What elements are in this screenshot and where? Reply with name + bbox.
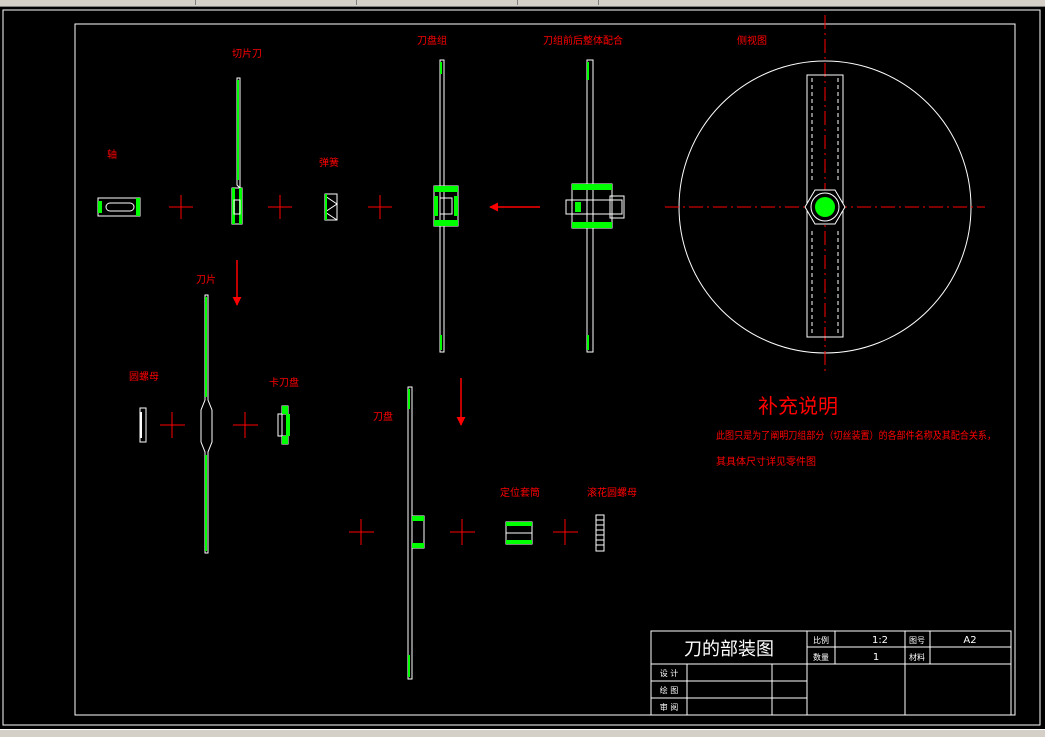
designer-label: 设 计 (660, 668, 679, 678)
label-knurled-round-nut: 滚花圆螺母 (587, 486, 637, 499)
drawing-frame (74, 23, 1016, 716)
cutter-disc-assembly-part (565, 59, 625, 353)
reviewer-label: 审 阅 (660, 702, 679, 712)
outer-sheet-border (2, 9, 1041, 726)
clamp-disc-part (277, 405, 290, 445)
label-spring: 弹簧 (319, 156, 339, 169)
toolbar-segment (196, 0, 357, 5)
spring-part (324, 193, 338, 221)
center-marks (160, 195, 578, 545)
label-blade: 刀片 (196, 273, 216, 286)
locating-sleeve-part (505, 521, 533, 545)
cad-drawing: 轴 切片刀 弹簧 刀盘组 刀组前后整体配合 侧视图 刀片 圆螺母 卡刀盘 刀盘 … (2, 9, 1041, 726)
notes-line-2: 其具体尺寸详见零件图 (716, 455, 816, 468)
notes-title: 补充说明 (758, 394, 838, 418)
label-cutter-disc-assembly: 刀组前后整体配合 (543, 34, 623, 47)
title-block (650, 630, 1012, 716)
label-slicing-blade: 切片刀 (232, 47, 262, 60)
cutter-disc-group-part (433, 59, 459, 353)
scale-label: 比例 (813, 635, 829, 645)
status-bar-strip (0, 729, 1045, 737)
drawing-title: 刀的部装图 (684, 639, 774, 660)
round-nut-part (139, 407, 147, 443)
slicing-blade-part (231, 77, 243, 225)
side-view-part (665, 15, 985, 372)
blade-part (200, 294, 213, 554)
cad-drawing-canvas[interactable]: 轴 切片刀 弹簧 刀盘组 刀组前后整体配合 侧视图 刀片 圆螺母 卡刀盘 刀盘 … (0, 7, 1045, 729)
shaft-part (97, 197, 141, 217)
scale-value: 1:2 (872, 635, 888, 646)
label-side-view: 侧视图 (737, 34, 767, 47)
drafter-label: 绘 图 (660, 685, 679, 695)
label-locating-sleeve: 定位套筒 (500, 486, 540, 499)
toolbar-segment (357, 0, 518, 5)
toolbar-segment (0, 0, 196, 5)
quantity-value: 1 (873, 652, 879, 663)
label-shaft: 轴 (107, 148, 117, 161)
material-label: 材料 (909, 652, 925, 662)
label-clamp-disc: 卡刀盘 (269, 376, 299, 389)
drawing-no-value: A2 (963, 635, 976, 646)
label-cutter-disc: 刀盘 (373, 410, 393, 423)
knurled-nut-part (595, 514, 605, 552)
toolbar-segment (518, 0, 599, 5)
window-toolbar-strip (0, 0, 1045, 7)
toolbar-segment (599, 0, 1045, 5)
notes-line-1: 此图只是为了阐明刀组部分（切丝装置）的各部件名称及其配合关系， (716, 429, 996, 442)
label-cutter-disc-group: 刀盘组 (417, 34, 447, 47)
cutter-disc-part (407, 386, 425, 680)
label-round-nut: 圆螺母 (129, 371, 159, 383)
quantity-label: 数量 (813, 652, 829, 662)
drawing-no-label: 图号 (909, 636, 925, 645)
